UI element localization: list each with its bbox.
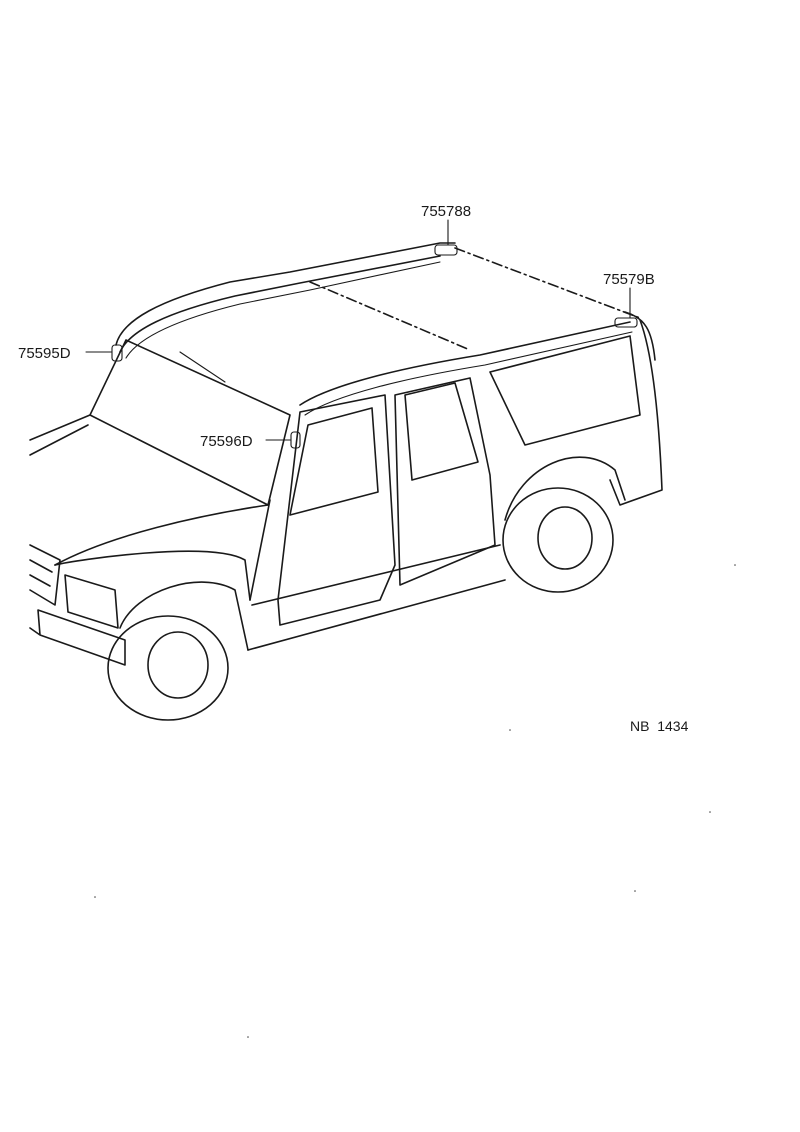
roof-molding-left: [119, 255, 441, 353]
front-wheel-arch: [119, 581, 249, 651]
callout-label-roof-rear: 755788: [421, 203, 471, 220]
rear-wheel-arch: [504, 456, 626, 521]
callout-label-front-pillar: 75595D: [18, 345, 71, 362]
front-tire: [107, 615, 229, 721]
callout-label-center-pillar: 75596D: [200, 433, 253, 450]
roof-outline: [115, 242, 456, 346]
rocker-panel: [247, 544, 506, 651]
rear-hub: [537, 506, 593, 570]
hood-top: [29, 414, 91, 456]
rear-door: [394, 377, 496, 586]
rear-tire: [502, 487, 614, 593]
roof-rear-edge: [454, 247, 641, 319]
side-drip-rail: [299, 321, 631, 406]
headlight: [64, 574, 119, 629]
marker-roof-rear: [434, 244, 458, 256]
front-door-window: [289, 407, 379, 516]
windshield: [89, 339, 291, 506]
vehicle-drawing: [29, 242, 663, 721]
leader-lines: [85, 219, 631, 441]
scan-specks: [94, 564, 736, 1038]
hood-side: [249, 499, 271, 601]
front-fender: [54, 550, 251, 601]
marker-rear-side: [614, 317, 638, 328]
roof-panel-seam: [309, 281, 471, 351]
front-bumper: [29, 609, 126, 666]
front-grille: [29, 544, 61, 606]
figure-code: NB 1434: [630, 718, 689, 734]
side-drip-rail-inner: [304, 331, 633, 416]
front-hub: [147, 631, 209, 699]
marker-front-pillar: [111, 344, 123, 362]
rear-door-window: [404, 382, 479, 481]
rear-quarter-window: [489, 335, 641, 446]
callout-labels: 755788 75579B 75595D 75596D: [18, 203, 655, 450]
rear-body-side: [609, 319, 663, 506]
front-door: [277, 394, 396, 626]
hood-front-edge: [54, 504, 269, 566]
roof-molding-inner: [125, 261, 441, 359]
windshield-reflection: [179, 351, 226, 383]
callout-label-rear-side: 75579B: [603, 271, 655, 288]
